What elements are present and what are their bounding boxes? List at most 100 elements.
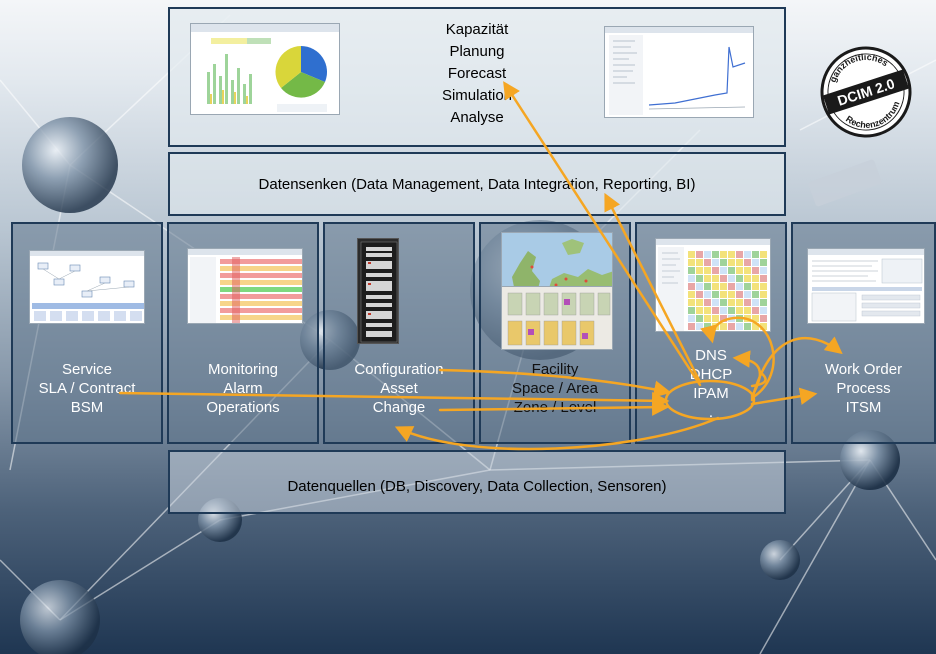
- top-line: Analyse: [450, 109, 504, 126]
- ip-cell: [720, 299, 727, 306]
- ipam-line: DHCP: [689, 366, 733, 383]
- top-line: Planung: [449, 43, 505, 60]
- work-order-line: Work Order: [824, 361, 903, 378]
- ip-cell: [744, 323, 751, 330]
- ip-cell: [712, 267, 719, 274]
- column-ipam: DNS DHCP IPAM .: [635, 222, 787, 444]
- ip-cell: [744, 275, 751, 282]
- facility-line: Space / Area: [512, 380, 598, 397]
- ip-cell: [712, 299, 719, 306]
- column-monitoring: Monitoring Alarm Operations: [167, 222, 319, 444]
- datensenken-label: Datensenken (Data Management, Data Integ…: [258, 176, 696, 193]
- ip-cell: [752, 259, 759, 266]
- ip-cell: [736, 323, 743, 330]
- forecast-chart-screenshot: [604, 26, 754, 118]
- ip-cell: [720, 315, 727, 322]
- service-line: Service: [61, 361, 113, 378]
- ip-cell: [752, 307, 759, 314]
- ip-cell: [720, 307, 727, 314]
- ip-cell: [728, 275, 735, 282]
- ip-cell: [736, 299, 743, 306]
- ip-cell: [704, 299, 711, 306]
- monitoring-line: Monitoring: [207, 361, 279, 378]
- work-order-screenshot: [807, 248, 925, 324]
- ip-cell: [728, 299, 735, 306]
- service-label: Service SLA / Contract BSM: [13, 360, 161, 417]
- ip-cell: [712, 323, 719, 330]
- ip-cell: [720, 323, 727, 330]
- datensenken-layer: Datensenken (Data Management, Data Integ…: [168, 152, 786, 216]
- ip-cell: [736, 307, 743, 314]
- ip-cell: [728, 323, 735, 330]
- ip-cell: [696, 251, 703, 258]
- ip-cell: [760, 283, 767, 290]
- ipam-line: IPAM: [693, 385, 729, 402]
- floorplan-screenshot: [501, 286, 613, 350]
- ip-cell: [744, 299, 751, 306]
- ip-cell: [712, 315, 719, 322]
- monitoring-label: Monitoring Alarm Operations: [169, 360, 317, 417]
- ip-cell: [696, 315, 703, 322]
- capacity-planning-text: Kapazität Planung Forecast Simulation An…: [170, 19, 784, 129]
- ip-cell: [720, 259, 727, 266]
- datenquellen-label: Datenquellen (DB, Discovery, Data Collec…: [287, 478, 667, 495]
- work-order-line: Process: [836, 380, 891, 397]
- ip-cell: [752, 251, 759, 258]
- ip-cell: [744, 251, 751, 258]
- ip-cell: [688, 323, 695, 330]
- ip-cell: [760, 259, 767, 266]
- configuration-line: Asset: [380, 380, 418, 397]
- service-line: SLA / Contract: [38, 380, 136, 397]
- ip-cell: [696, 275, 703, 282]
- ip-cell: [696, 283, 703, 290]
- ip-cell: [760, 299, 767, 306]
- ip-cell: [744, 315, 751, 322]
- ip-cell: [688, 315, 695, 322]
- ip-cell: [696, 307, 703, 314]
- ip-cell: [728, 315, 735, 322]
- ip-cell: [720, 275, 727, 282]
- ip-cell: [744, 259, 751, 266]
- column-configuration: Configuration Asset Change: [323, 222, 475, 444]
- service-line: BSM: [70, 399, 104, 416]
- configuration-line: Configuration: [354, 361, 444, 378]
- ip-cell: [720, 291, 727, 298]
- ip-cell: [720, 267, 727, 274]
- column-service: Service SLA / Contract BSM: [11, 222, 163, 444]
- ip-cell: [736, 315, 743, 322]
- ip-cell: [736, 275, 743, 282]
- ip-cell: [704, 251, 711, 258]
- ip-cell: [704, 315, 711, 322]
- top-line: Forecast: [447, 65, 507, 82]
- work-order-label: Work Order Process ITSM: [793, 360, 934, 417]
- ip-cell: [760, 251, 767, 258]
- ip-cell: [696, 259, 703, 266]
- ip-cell: [704, 267, 711, 274]
- ip-cell: [744, 307, 751, 314]
- ip-cell: [744, 283, 751, 290]
- ip-cell: [728, 307, 735, 314]
- ip-cell: [688, 251, 695, 258]
- ip-cell: [704, 307, 711, 314]
- ip-cell: [728, 291, 735, 298]
- ip-cell: [704, 275, 711, 282]
- capacity-chart-screenshot: [190, 23, 340, 115]
- configuration-label: Configuration Asset Change: [325, 360, 473, 417]
- ip-cell: [760, 307, 767, 314]
- ip-cell: [712, 275, 719, 282]
- ip-cell: [696, 267, 703, 274]
- service-screenshot: [29, 250, 145, 324]
- ipam-screenshot: [655, 238, 771, 332]
- work-order-line: ITSM: [845, 399, 882, 416]
- ip-cell: [752, 291, 759, 298]
- ip-cell: [736, 251, 743, 258]
- ip-cell: [704, 283, 711, 290]
- ip-cell: [736, 291, 743, 298]
- ip-cell: [752, 299, 759, 306]
- ip-cell: [704, 259, 711, 266]
- ip-cell: [720, 251, 727, 258]
- configuration-line: Change: [372, 399, 426, 416]
- monitoring-screenshot: [187, 248, 303, 324]
- ipam-label: DNS DHCP IPAM .: [637, 346, 785, 422]
